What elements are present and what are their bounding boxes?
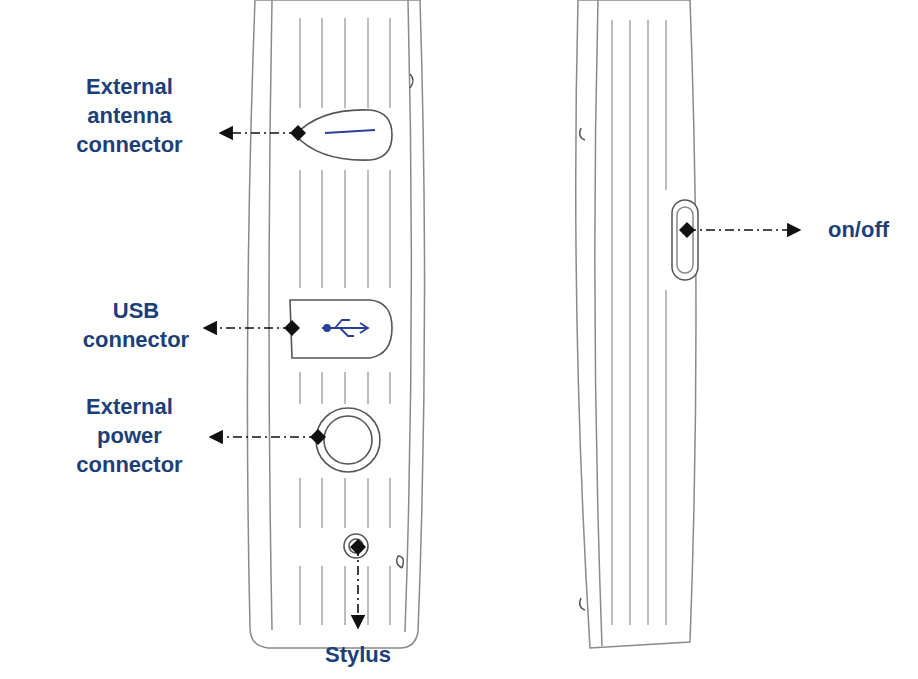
connector-parts: [290, 110, 392, 558]
power-button: [672, 200, 698, 280]
part-label: Stylus: [303, 640, 413, 669]
groove: [367, 478, 368, 528]
device-side-right: [576, 0, 698, 648]
groove: [665, 20, 666, 190]
groove: [299, 18, 300, 108]
groove: [367, 372, 368, 404]
groove: [344, 478, 345, 528]
part-label: External antenna connector: [62, 72, 197, 159]
groove: [344, 372, 345, 404]
groove: [665, 290, 666, 625]
groove: [389, 566, 390, 625]
part-label: USB connector: [72, 296, 200, 354]
groove: [299, 478, 300, 528]
stylus-slot: [344, 534, 368, 558]
groove: [367, 18, 368, 108]
antenna-connector: [295, 110, 392, 160]
groove: [344, 18, 345, 108]
groove: [299, 170, 300, 288]
groove: [299, 566, 300, 625]
groove: [389, 170, 390, 288]
usb-connector: [290, 300, 392, 358]
groove: [321, 170, 322, 288]
groove: [321, 566, 322, 625]
part-label: on/off: [806, 215, 911, 244]
power-connector: [316, 408, 380, 472]
groove: [321, 478, 322, 528]
leader-diamonds: [284, 125, 695, 555]
groove: [321, 18, 322, 108]
groove: [611, 20, 612, 625]
device-side-left: [247, 0, 424, 648]
groove: [344, 170, 345, 288]
groove: [344, 566, 345, 625]
groove: [367, 566, 368, 625]
part-label: External power connector: [62, 392, 197, 479]
groove: [389, 478, 390, 528]
groove: [299, 372, 300, 404]
groove: [389, 18, 390, 108]
groove: [629, 20, 630, 625]
groove: [647, 20, 648, 625]
leader-lines: [204, 133, 800, 628]
groove: [321, 372, 322, 404]
groove: [389, 372, 390, 404]
groove: [367, 170, 368, 288]
